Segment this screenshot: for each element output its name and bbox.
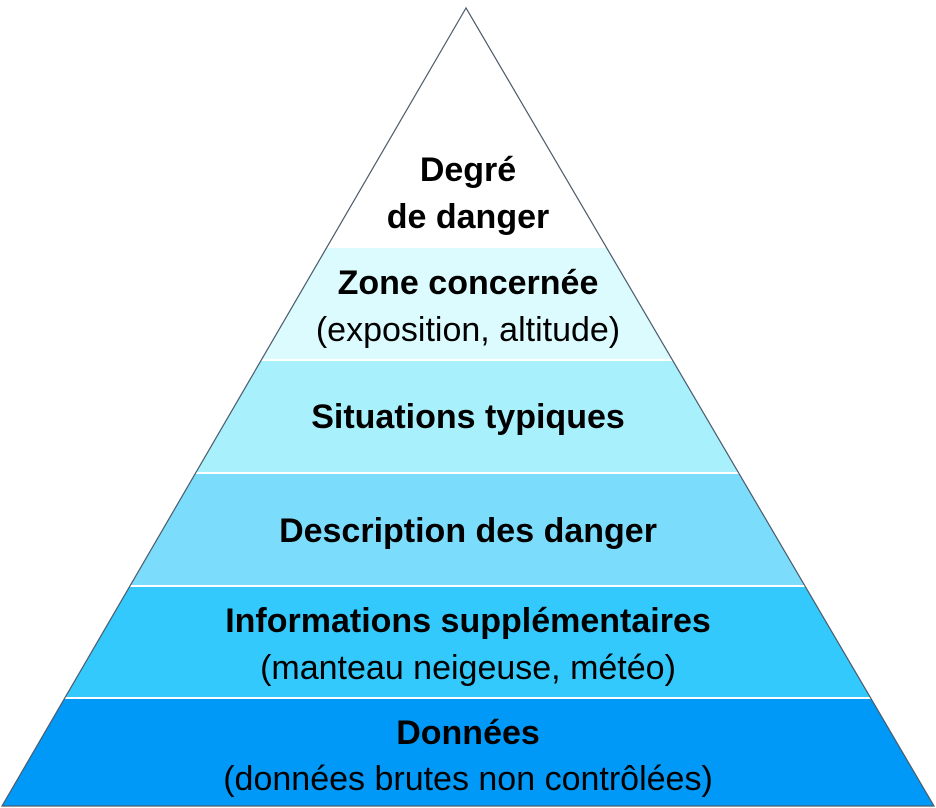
level-1-title: Degré xyxy=(420,151,516,189)
level-5-subtitle: (manteau neigeuse, météo) xyxy=(260,649,676,687)
level-2-title: Zone concernée xyxy=(338,264,599,302)
pyramid-level-5 xyxy=(2,586,934,698)
pyramid-outline xyxy=(0,6,936,807)
level-1-title-line2: de danger xyxy=(387,198,549,236)
level-6-subtitle: (données brutes non contrôlées) xyxy=(223,760,713,798)
pyramid-level-6 xyxy=(2,698,934,806)
level-3-title: Situations typiques xyxy=(311,398,625,436)
level-2-subtitle: (exposition, altitude) xyxy=(316,311,620,349)
level-5-title: Informations supplémentaires xyxy=(225,602,711,640)
level-4-title: Description des danger xyxy=(279,512,657,550)
level-6-title: Données xyxy=(396,714,540,752)
